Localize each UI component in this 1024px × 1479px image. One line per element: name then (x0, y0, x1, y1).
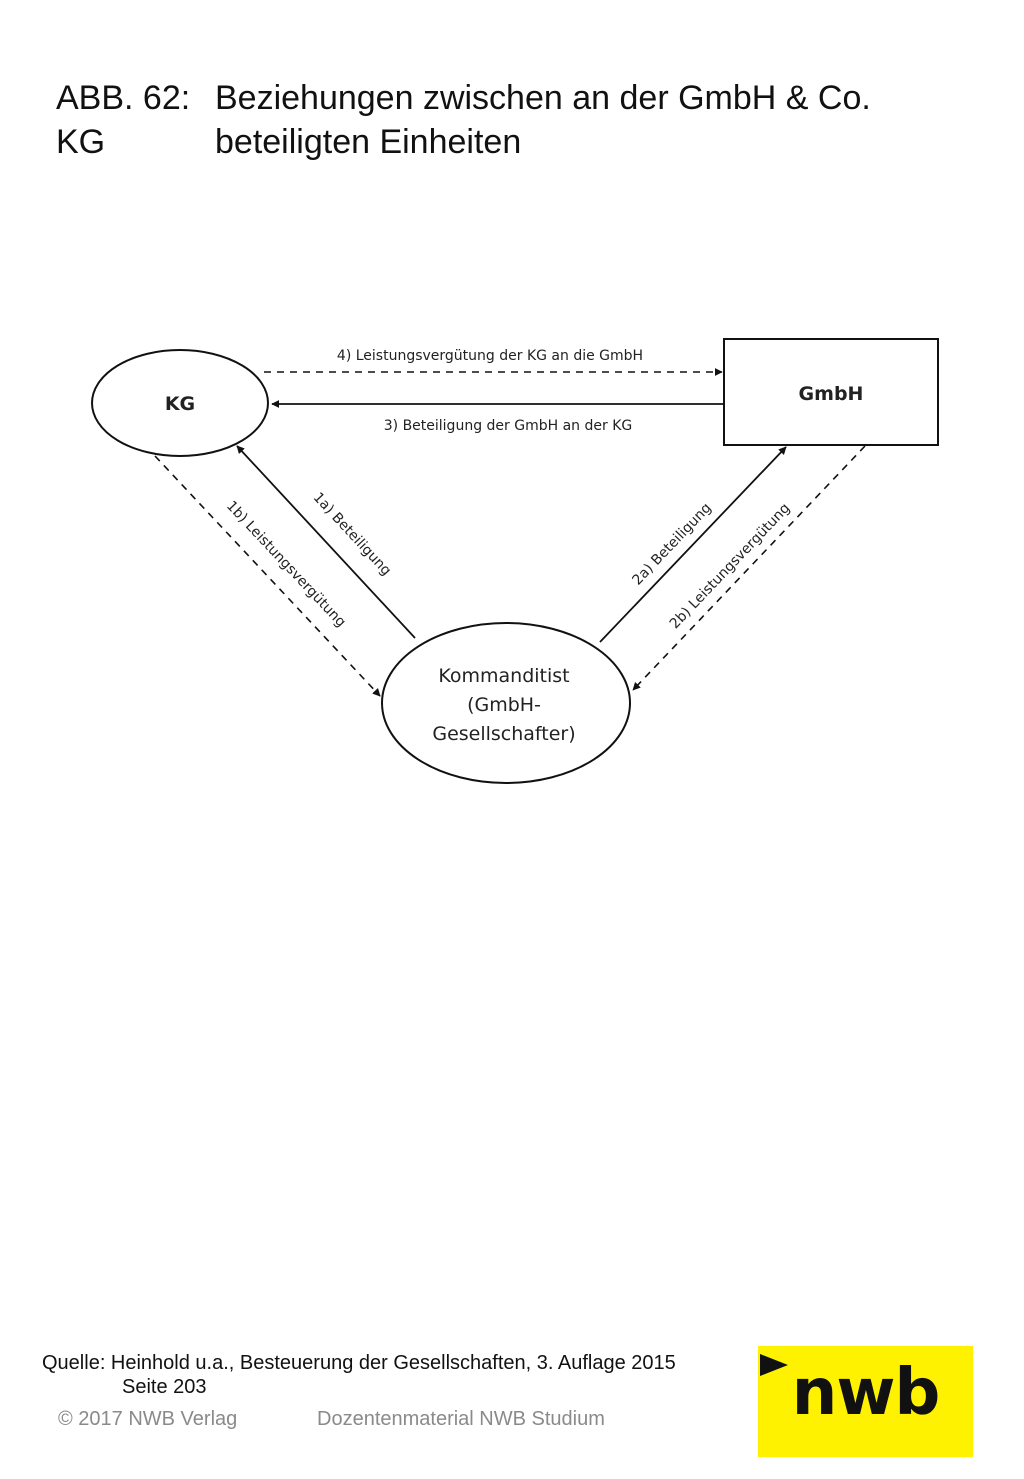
edge-2a-arrow (599, 446, 787, 643)
edge-2a-label: 2a) Beteiligung (629, 500, 714, 588)
source-citation: Quelle: Heinhold u.a., Besteuerung der G… (42, 1351, 676, 1399)
edge-1a-arrow (236, 445, 416, 639)
node-kommanditist-label-3: Gesellschafter) (432, 723, 575, 745)
source-citation-line-1: Quelle: Heinhold u.a., Besteuerung der G… (42, 1352, 676, 1374)
node-kommanditist-label-2: (GmbH- (467, 694, 541, 716)
figure-title-kg: KG (56, 123, 106, 161)
nwb-logo: nwb (758, 1346, 973, 1457)
node-kommanditist (381, 622, 631, 784)
copyright-notice: © 2017 NWB Verlag (58, 1408, 238, 1430)
node-kommanditist-label-1: Kommanditist (438, 665, 569, 687)
edge-3-label: 3) Beteiligung der GmbH an der KG (384, 418, 632, 434)
node-kg (91, 349, 269, 457)
node-gmbh-label: GmbH (799, 383, 864, 405)
edge-1a-label: 1a) Beteiligung (310, 490, 394, 579)
figure-title-text-1: Beziehungen zwischen an der GmbH & Co. (215, 79, 871, 117)
material-notice: Dozentenmaterial NWB Studium (317, 1408, 605, 1430)
edge-2b-arrow (632, 445, 866, 691)
figure-title-text-2: beteiligten Einheiten (215, 123, 522, 161)
edge-4-label: 4) Leistungsvergütung der KG an die GmbH (337, 348, 643, 364)
nwb-logo-text: nwb (791, 1356, 941, 1430)
node-gmbh (723, 338, 939, 446)
figure-number: ABB. 62: (56, 79, 191, 117)
logo-arrow-icon (760, 1354, 788, 1376)
source-citation-line-2: Seite 203 (122, 1376, 207, 1398)
node-kg-label: KG (165, 393, 195, 415)
edge-1b-arrow (154, 455, 381, 697)
